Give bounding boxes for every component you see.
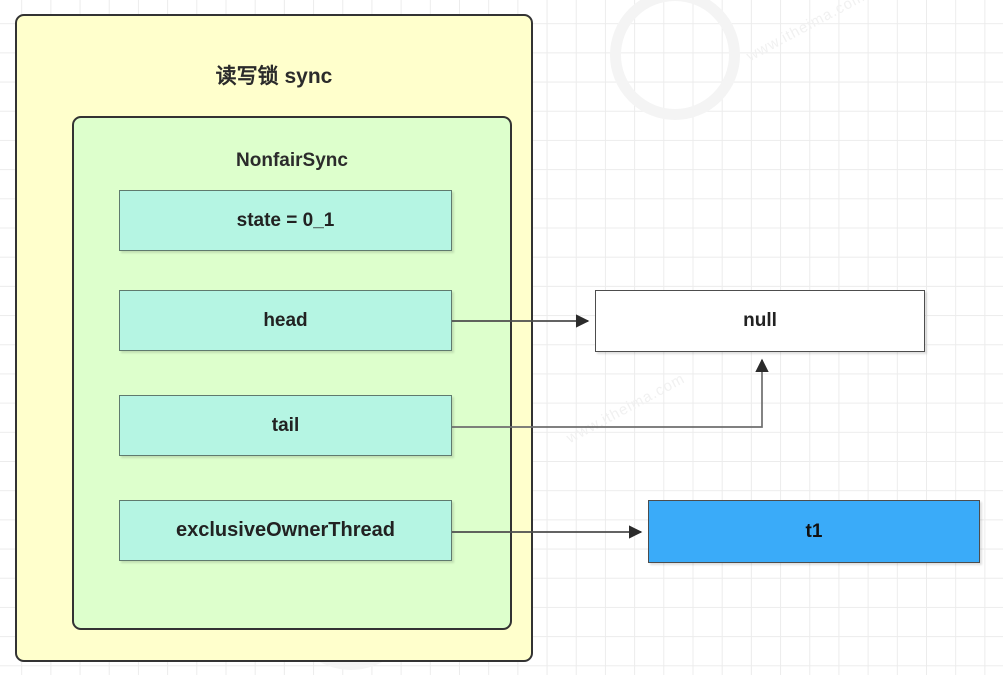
page-title: 读写锁 sync — [215, 65, 333, 88]
field-exclusive-owner-thread: exclusiveOwnerThread — [119, 500, 452, 561]
watermark-text: www.itheima.com — [743, 0, 868, 65]
watermark-ring — [610, 0, 740, 120]
field-tail: tail — [119, 395, 452, 456]
watermark-text: www.itheima.com — [563, 370, 688, 447]
node-t1: t1 — [648, 500, 980, 563]
field-state: state = 0_1 — [119, 190, 452, 251]
field-head: head — [119, 290, 452, 351]
nonfairsync-title: NonfairSync — [236, 150, 348, 171]
node-null: null — [595, 290, 925, 352]
